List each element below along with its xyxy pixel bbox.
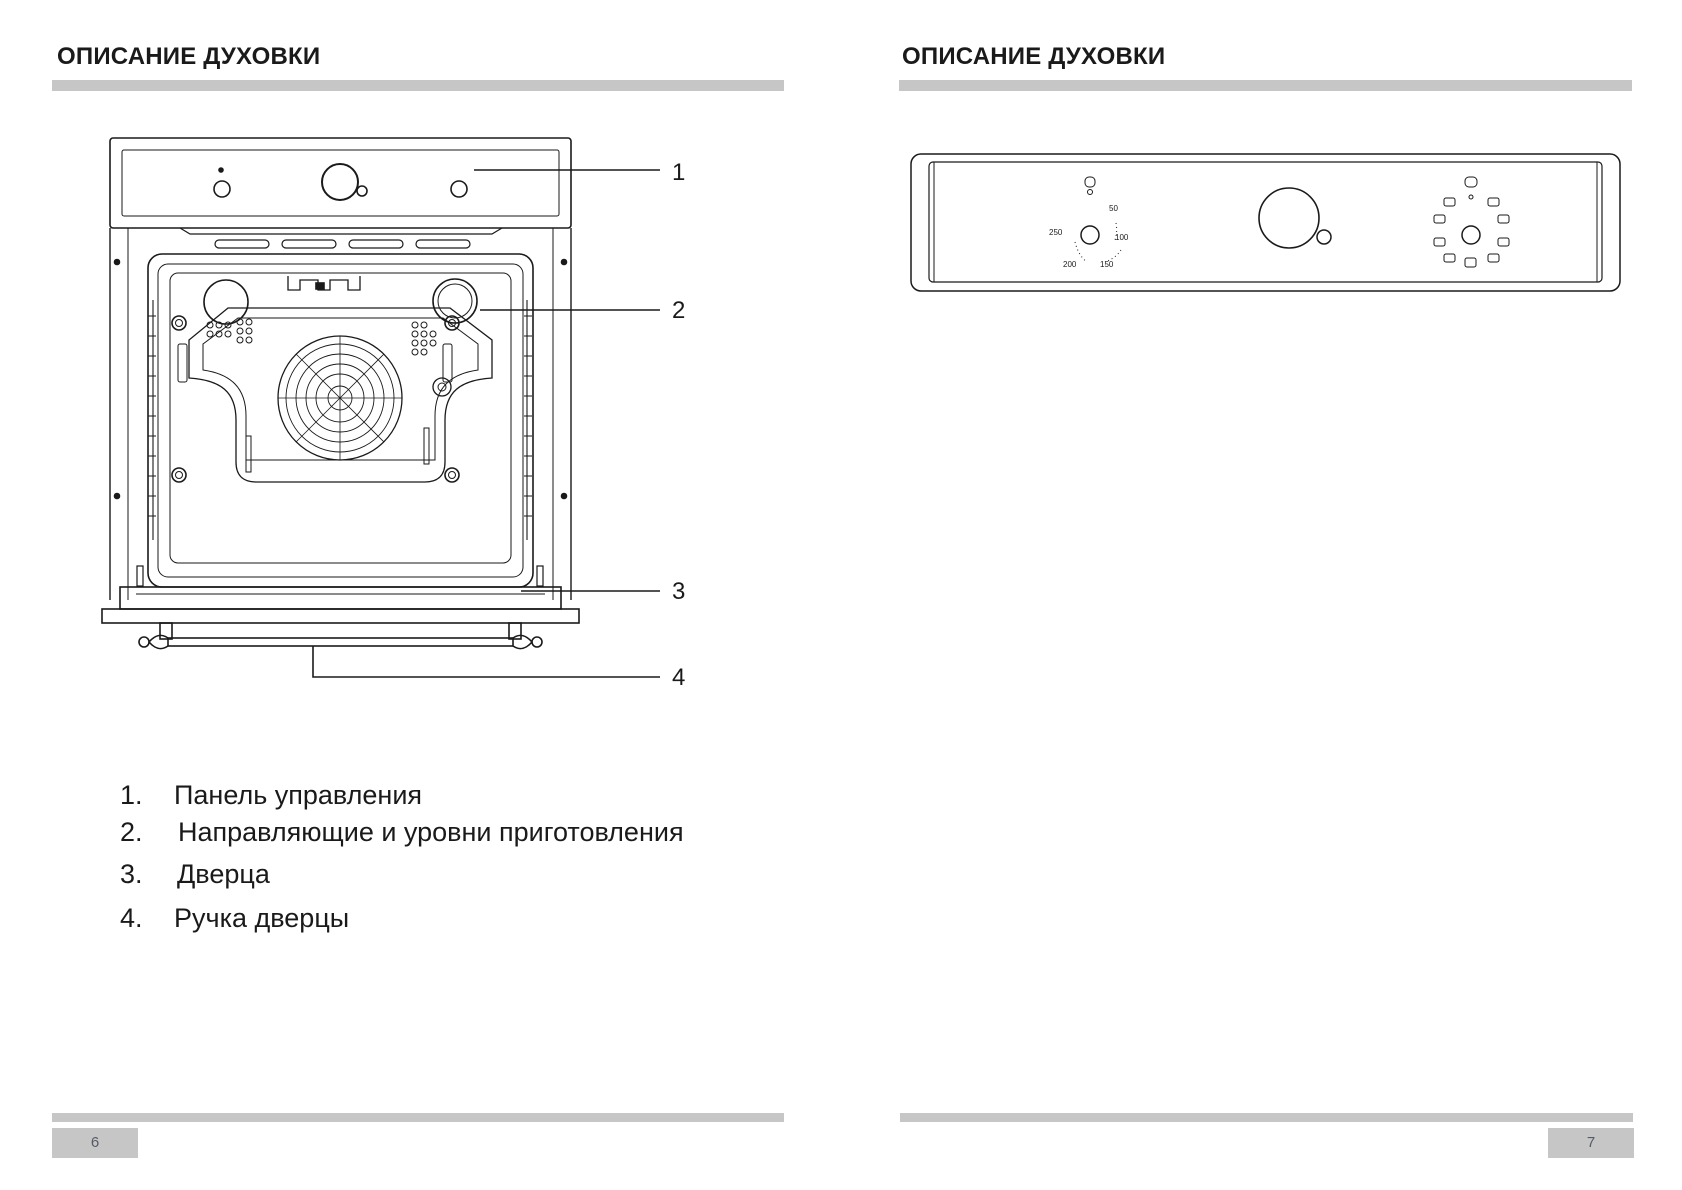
callout-label-2: 2: [672, 297, 685, 324]
right-page: ОПИСАНИЕ ДУХОВКИ: [841, 0, 1682, 1190]
legend-item-text: Направляющие и уровни приготовления: [178, 817, 684, 847]
control-panel-shape: [109, 137, 572, 229]
conventional-function-icon: [1433, 237, 1446, 247]
top-heat-function-icon: [1433, 214, 1446, 224]
legend-item-text: Ручка дверцы: [174, 903, 350, 933]
defrost-function-icon: [1487, 197, 1500, 207]
legend-item: 1. Панель управления: [120, 780, 422, 811]
function-icons: [1433, 176, 1510, 268]
legend-item: 2. Направляющие и уровни приготовления: [120, 817, 684, 848]
page-number-right: 7: [1548, 1128, 1634, 1158]
right-knob-shape: [450, 180, 468, 198]
dial-label-250: 250: [1049, 228, 1063, 237]
legend-item-text: Дверца: [177, 859, 270, 889]
header-rule-left: [52, 80, 784, 91]
timer-knob: [1258, 187, 1320, 249]
legend-item: 3. Дверца: [120, 859, 270, 890]
fan-function-icon: [1497, 237, 1510, 247]
legend-item-number: 3.: [120, 859, 143, 889]
dial-label-200: 200: [1063, 260, 1077, 269]
callout-label-1: 1: [672, 159, 685, 186]
dial-label-100: 100: [1115, 233, 1129, 242]
page-title-left: ОПИСАНИЕ ДУХОВКИ: [57, 43, 321, 70]
page-number-left: 6: [52, 1128, 138, 1158]
callout-line-4: [312, 646, 660, 678]
header-rule-right: [899, 80, 1632, 91]
light-function-icon: [1464, 176, 1478, 188]
grill-function-icon: [1443, 197, 1456, 207]
page-title-right: ОПИСАНИЕ ДУХОВКИ: [902, 43, 1166, 70]
door-handle-shape: [138, 622, 543, 650]
function-selector-knob: [1461, 225, 1481, 245]
thermostat-indicator-icon: [1084, 176, 1096, 188]
legend-item-number: 4.: [120, 903, 143, 933]
shelf-guides-shape: [148, 300, 532, 540]
pizza-function-icon: [1487, 253, 1500, 263]
legend-item-text: Панель управления: [174, 780, 423, 810]
footer-rule-left: [52, 1113, 784, 1122]
legend-item-number: 2.: [120, 817, 143, 847]
left-knob-shape: [213, 180, 231, 198]
legend-item-number: 1.: [120, 780, 143, 810]
timer-knob-shape: [321, 163, 359, 201]
door-shape: [119, 586, 562, 610]
dial-label-150: 150: [1100, 260, 1114, 269]
fan-cover-shape: [188, 307, 493, 483]
callout-label-3: 3: [672, 578, 685, 605]
legend-item: 4. Ручка дверцы: [120, 903, 349, 934]
footer-rule-right: [900, 1113, 1633, 1122]
thermostat-knob: [1080, 225, 1100, 245]
oven-front-diagram: 1 2 3 4: [101, 137, 685, 691]
off-function-icon: [1464, 257, 1477, 268]
fan-grill-function-icon: [1443, 253, 1456, 263]
left-page: ОПИСАНИЕ ДУХОВКИ: [52, 43, 784, 1158]
oven-cavity-shape: [147, 253, 534, 588]
control-panel-diagram: 50 100 150 200 250: [910, 153, 1621, 292]
bottom-heat-function-icon: [1497, 214, 1510, 224]
callout-label-4: 4: [672, 664, 685, 691]
dial-label-50: 50: [1109, 204, 1118, 213]
